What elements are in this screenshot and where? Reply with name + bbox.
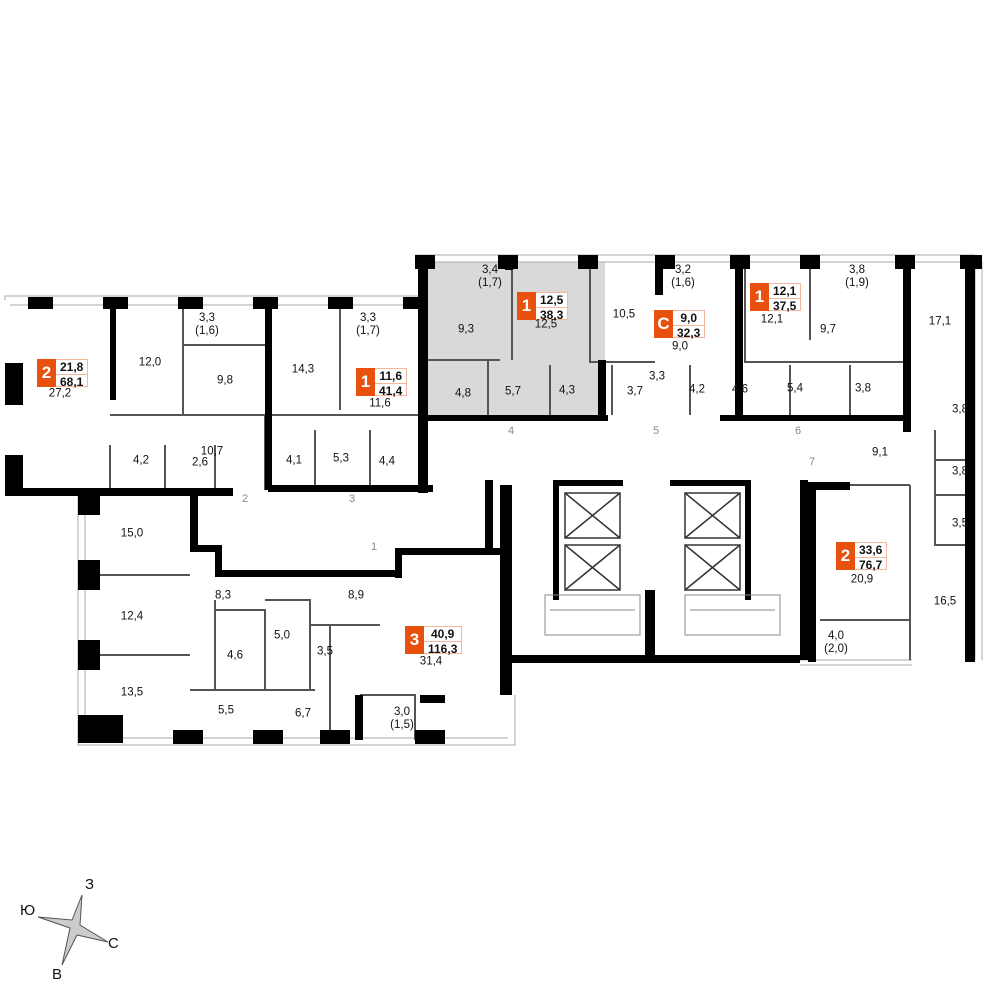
balcony-area: 3,3(1,6) (195, 312, 219, 337)
room-area: 3,8 (952, 465, 968, 478)
room-area: 5,5 (218, 704, 234, 717)
room-area: 3,5 (317, 645, 333, 658)
total-area: 68,1 (60, 375, 84, 389)
room-area: 12,5 (534, 318, 558, 331)
room-area: 4,4 (379, 455, 395, 468)
entrance-door-number[interactable]: 3 (348, 493, 356, 505)
room-area: 3,3 (649, 370, 665, 383)
stairs (544, 594, 781, 636)
room-area: 16,5 (933, 595, 957, 608)
interior-walls (90, 262, 975, 740)
room-area: 9,3 (458, 323, 474, 336)
room-area: 8,9 (348, 589, 364, 602)
room-count: 2 (37, 359, 56, 387)
entrance-door-number[interactable]: 5 (652, 425, 660, 437)
room-area: 2,6 (192, 456, 208, 469)
room-area: 3,7 (627, 385, 643, 398)
room-area: 5,3 (333, 452, 349, 465)
room-area: 5,7 (505, 385, 521, 398)
room-count: 1 (356, 368, 375, 396)
living-area: 21,8 (56, 360, 88, 375)
room-area: 12,1 (760, 313, 784, 326)
entrance-door-number[interactable]: 4 (507, 425, 515, 437)
room-area: 20,9 (850, 573, 874, 586)
entrance-door-number[interactable]: 7 (808, 456, 816, 468)
compass-label-left: Ю (20, 902, 36, 919)
room-area: 4,1 (286, 454, 302, 467)
living-area: 11,6 (375, 369, 407, 384)
balcony-area: 3,3(1,7) (356, 312, 380, 337)
room-area: 3,8 (952, 403, 968, 416)
room-area: 4,6 (227, 649, 243, 662)
room-area: 9,0 (672, 340, 688, 353)
balcony-area: 3,8(1,9) (845, 264, 869, 289)
living-area: 12,1 (769, 284, 801, 299)
living-area: 40,9 (424, 627, 462, 642)
elevators (564, 492, 741, 591)
room-area: 9,1 (872, 446, 888, 459)
room-area: 9,7 (820, 323, 836, 336)
room-count: 1 (517, 292, 536, 320)
balcony-area: 3,4(1,7) (478, 264, 502, 289)
room-area: 27,2 (48, 387, 72, 400)
room-area: 6,7 (295, 707, 311, 720)
living-area: 9,0 (673, 311, 705, 326)
room-area: 4,8 (455, 387, 471, 400)
balcony-area: 3,0(1,5) (390, 706, 414, 731)
total-area: 32,3 (677, 326, 701, 340)
compass-label-right: С (108, 935, 119, 952)
highlighted-apartment[interactable] (428, 262, 605, 415)
room-area: 4,2 (689, 383, 705, 396)
room-area: 13,5 (120, 686, 144, 699)
compass-icon (37, 894, 109, 966)
room-area: 9,8 (217, 374, 233, 387)
room-count: С (654, 310, 673, 338)
room-area: 11,6 (369, 397, 391, 410)
room-area: 17,1 (928, 315, 952, 328)
room-area: 4,2 (133, 454, 149, 467)
room-area: 14,3 (291, 363, 315, 376)
room-area: 10,5 (612, 308, 636, 321)
room-area: 31,4 (419, 655, 443, 668)
living-area: 33,6 (855, 543, 887, 558)
total-area: 37,5 (773, 299, 797, 313)
living-area: 12,5 (536, 293, 568, 308)
room-area: 4,3 (559, 384, 575, 397)
balcony-area: 3,2(1,6) (671, 264, 695, 289)
room-area: 5,4 (787, 382, 803, 395)
total-area: 76,7 (859, 558, 883, 572)
room-area: 4,6 (732, 383, 748, 396)
room-area: 3,8 (855, 382, 871, 395)
balcony-area: 4,0(2,0) (824, 630, 848, 655)
compass-label-bottom: В (52, 966, 63, 983)
room-area: 10,7 (200, 445, 224, 458)
total-area: 41,4 (379, 384, 403, 398)
room-count: 1 (750, 283, 769, 311)
room-area: 12,4 (120, 610, 144, 623)
room-area: 15,0 (120, 527, 144, 540)
room-area: 3,5 (952, 517, 968, 530)
room-area: 12,0 (138, 356, 162, 369)
room-count: 2 (836, 542, 855, 570)
total-area: 116,3 (428, 642, 458, 656)
structural-walls (5, 255, 982, 744)
room-count: 3 (405, 626, 424, 654)
entrance-door-number[interactable]: 2 (241, 493, 249, 505)
entrance-door-number[interactable]: 6 (794, 425, 802, 437)
room-area: 8,3 (215, 589, 231, 602)
compass-label-top: З (85, 876, 95, 893)
total-area: 38,3 (540, 308, 564, 322)
room-area: 5,0 (274, 629, 290, 642)
entrance-door-number[interactable]: 1 (370, 541, 378, 553)
